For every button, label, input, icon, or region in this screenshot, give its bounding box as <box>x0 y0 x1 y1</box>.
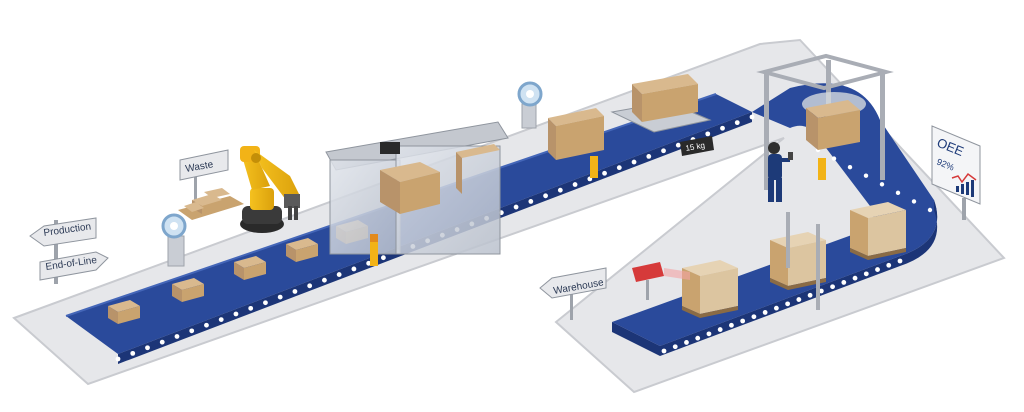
roller-light <box>336 272 342 277</box>
roller-light <box>911 199 917 204</box>
roller-light <box>749 114 755 120</box>
roller-light <box>292 289 298 294</box>
roller-light <box>646 153 652 159</box>
roller-light <box>897 258 903 264</box>
product-box <box>286 238 318 262</box>
roller-light <box>886 262 892 268</box>
roller-light <box>740 318 746 324</box>
waste-pallet <box>178 188 244 220</box>
wrapped-pallet <box>682 260 738 318</box>
roller-light <box>841 280 847 285</box>
roller-light <box>706 331 712 337</box>
warehouse-sign: Warehouse <box>539 267 607 320</box>
scale-display: 15 kg <box>680 136 714 156</box>
labeler-station-left <box>161 213 187 267</box>
roller-light <box>830 284 835 290</box>
oee-dashboard: OEE 92% <box>931 125 981 220</box>
roller-light <box>852 275 858 281</box>
roller-light <box>572 182 578 187</box>
roller-light <box>130 350 136 356</box>
roller-light <box>751 314 757 320</box>
scanner-post-return <box>786 212 820 310</box>
roller-light <box>705 131 711 137</box>
roller-light <box>322 277 327 283</box>
sign-waste: Waste <box>185 159 215 175</box>
roller-light <box>248 305 254 311</box>
roller-light <box>513 204 519 210</box>
roller-light <box>557 187 563 193</box>
roller-light <box>818 288 824 294</box>
roller-light <box>720 125 725 131</box>
barcode-scanner <box>632 262 690 300</box>
roller-light <box>672 344 678 350</box>
roller-light <box>879 182 885 187</box>
worker-figure <box>768 142 793 202</box>
roller-light <box>204 322 209 328</box>
roller-light <box>115 356 121 362</box>
conveyor-roller-lights-return <box>661 147 933 354</box>
scale-reading: 15 kg <box>685 141 706 153</box>
roller-light <box>734 120 740 126</box>
oee-bar-chart <box>956 180 974 197</box>
roller-light <box>807 292 813 298</box>
roller-light <box>616 165 622 171</box>
waste-sign: Waste <box>179 149 229 210</box>
roller-light <box>847 164 853 170</box>
roller-light <box>307 283 313 289</box>
roller-light <box>863 271 869 277</box>
roller-light <box>661 148 666 154</box>
roller-light <box>831 156 837 161</box>
roller-light <box>543 193 548 199</box>
direction-sign-post-left: Production End-of-Line <box>29 217 109 284</box>
roller-light <box>263 300 268 306</box>
roller-light <box>875 267 880 272</box>
roller-light <box>189 328 195 334</box>
roller-light <box>602 170 607 176</box>
roller-light <box>661 348 667 354</box>
product-box <box>108 300 140 324</box>
product-box <box>172 278 204 302</box>
roller-light <box>351 266 357 272</box>
roller-light <box>218 317 224 323</box>
roller-light <box>145 345 150 351</box>
roller-light <box>863 173 869 178</box>
robot-arm <box>240 146 300 233</box>
roller-light <box>796 297 802 302</box>
roller-light <box>366 260 372 266</box>
packing-cell <box>325 121 509 266</box>
roller-light <box>380 255 386 261</box>
oee-trend-line <box>951 172 977 184</box>
stretch-wrapper <box>756 53 894 190</box>
wrapped-pallet <box>850 202 906 260</box>
roller-light <box>773 305 779 311</box>
roller-light <box>277 294 283 300</box>
roller-light <box>528 199 534 204</box>
roller-light <box>762 310 768 315</box>
roller-light <box>785 301 791 307</box>
roller-light <box>174 334 180 339</box>
pallet-boxes-return <box>682 202 906 318</box>
roller-light <box>159 339 165 345</box>
roller-light <box>895 190 901 196</box>
labeler-station-top <box>517 81 543 129</box>
roller-light <box>927 207 933 213</box>
roller-light <box>717 327 723 332</box>
roller-light <box>684 340 689 345</box>
product-box <box>234 256 266 280</box>
weighing-station: 15 kg <box>548 74 714 178</box>
roller-light <box>233 311 239 317</box>
roller-light <box>695 335 701 341</box>
roller-light <box>631 159 637 165</box>
roller-light <box>675 142 681 148</box>
roller-light <box>729 322 734 328</box>
